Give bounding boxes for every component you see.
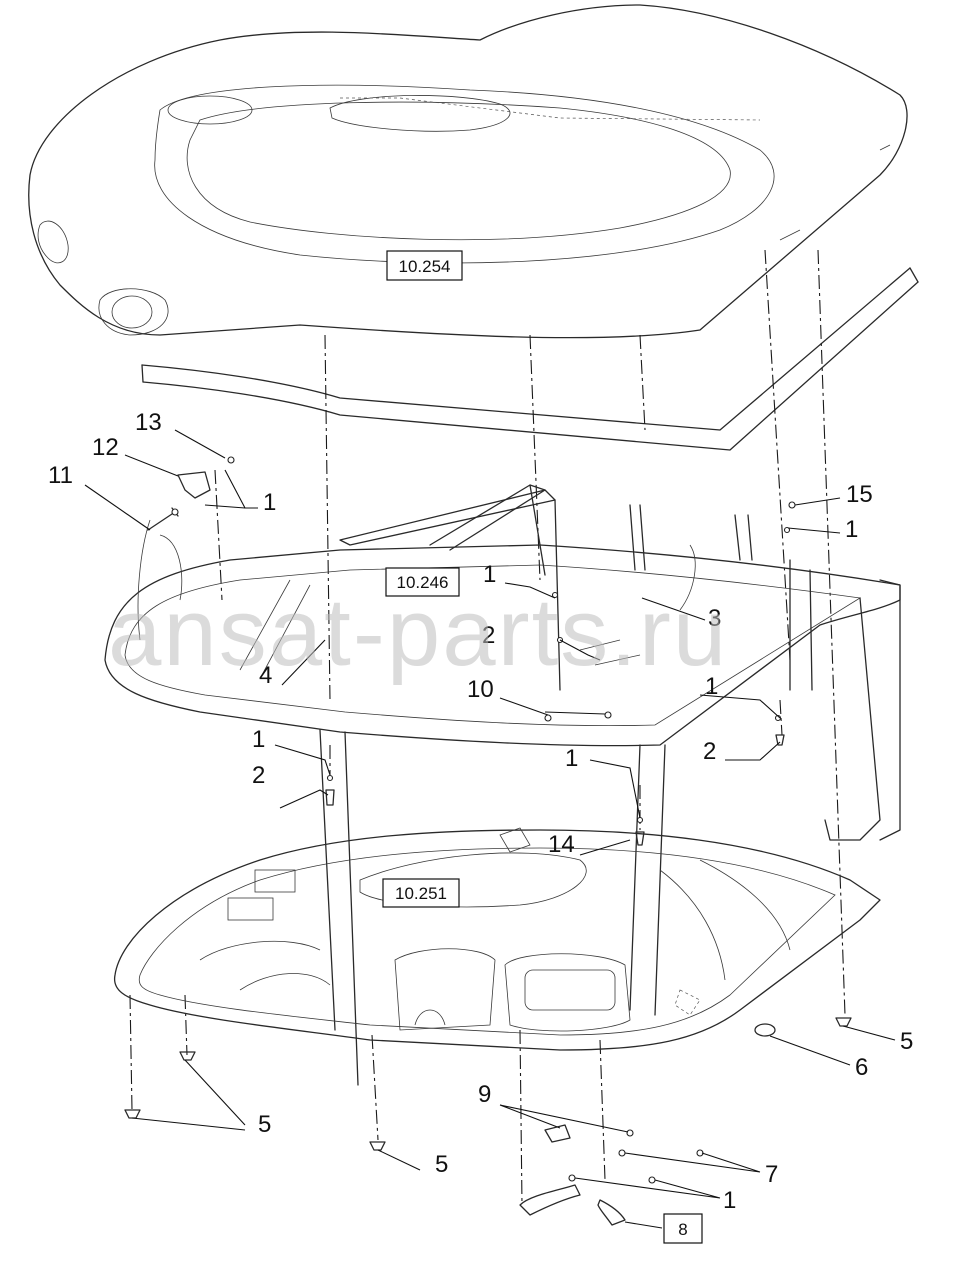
callout-1: 1 — [565, 745, 578, 772]
reference-label: 10.251 — [395, 884, 447, 903]
callout-9: 9 — [478, 1081, 491, 1108]
fasteners — [124, 456, 852, 1226]
callout-3: 3 — [708, 605, 721, 632]
callout-1: 1 — [252, 726, 265, 753]
callout-1: 1 — [723, 1187, 736, 1214]
callout-1: 1 — [705, 673, 718, 700]
reference-label: 10.246 — [397, 573, 449, 592]
callout-12: 12 — [92, 434, 119, 461]
roof-panel — [28, 4, 908, 339]
alignment-lines — [129, 249, 846, 1206]
callout-5: 5 — [258, 1111, 271, 1138]
callout-10: 10 — [467, 676, 494, 703]
reference-label: 8 — [678, 1220, 687, 1239]
callout-5: 5 — [435, 1151, 448, 1178]
callout-numbers: 13 12 11 1 15 1 1 2 3 4 10 1 2 1 2 1 14 … — [48, 409, 913, 1214]
callout-1: 1 — [483, 561, 496, 588]
reference-box-10-254[interactable]: 10.254 — [386, 250, 463, 281]
callout-5: 5 — [900, 1028, 913, 1055]
callout-2: 2 — [703, 738, 716, 765]
callout-6: 6 — [855, 1054, 868, 1081]
reference-box-10-246[interactable]: 10.246 — [385, 567, 460, 597]
watermark: ansat-parts.ru — [108, 579, 728, 686]
reference-label: 10.254 — [399, 257, 451, 276]
leader-lines — [84, 429, 896, 1229]
callout-14: 14 — [548, 831, 575, 858]
roof-seal-strip — [141, 267, 919, 451]
reference-box-10-251[interactable]: 10.251 — [382, 878, 460, 908]
callout-2: 2 — [252, 762, 265, 789]
callout-11: 11 — [48, 462, 73, 489]
reference-box-8[interactable]: 8 — [663, 1213, 703, 1244]
callout-1: 1 — [845, 516, 858, 543]
callout-15: 15 — [846, 481, 873, 508]
callout-4: 4 — [259, 662, 272, 689]
callout-2: 2 — [482, 622, 495, 649]
callout-13: 13 — [135, 409, 162, 436]
callout-7: 7 — [765, 1161, 778, 1188]
roof-headliner — [113, 827, 881, 1051]
callout-1: 1 — [263, 489, 276, 516]
cab-frame — [104, 484, 901, 1086]
